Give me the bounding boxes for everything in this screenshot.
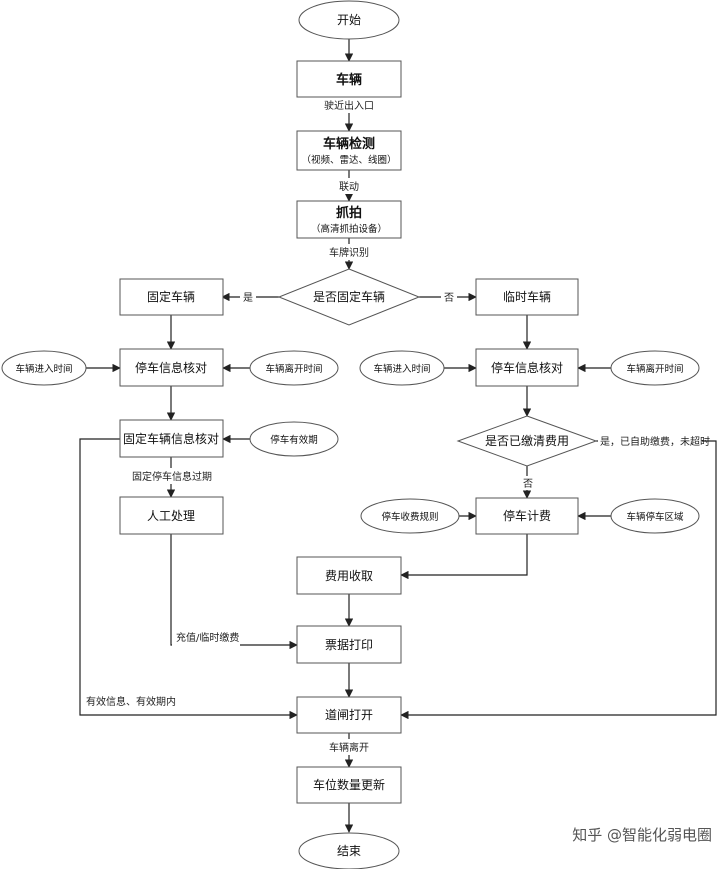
node-capture-label: 抓拍 — [336, 205, 362, 221]
node-fee-rules — [360, 498, 460, 534]
label-approach: 驶近出入口 — [324, 99, 374, 112]
node-gate-label: 道闸打开 — [325, 708, 373, 722]
node-temp-vehicle-label: 临时车辆 — [503, 289, 551, 304]
node-is-fixed — [277, 268, 421, 326]
label-leave: 车辆离开 — [329, 741, 369, 754]
node-vehicle — [296, 60, 402, 98]
node-paid — [456, 415, 598, 467]
label-recharge: 充值/临时缴费 — [176, 631, 239, 644]
node-parking-area-label: 车辆停车区域 — [626, 511, 684, 523]
edge-manual-receipt — [170, 534, 298, 650]
node-entry-time-right — [359, 350, 445, 386]
node-check-right-label: 停车信息核对 — [491, 360, 563, 375]
node-capture-sub: （高清抓拍设备） — [311, 223, 387, 235]
node-leave-time-right — [610, 350, 700, 386]
label-yes: 是 — [243, 292, 253, 304]
node-billing — [475, 497, 579, 535]
node-is-fixed-label: 是否固定车辆 — [313, 289, 385, 304]
node-slot-update-label: 车位数量更新 — [313, 777, 385, 792]
node-receipt — [296, 625, 402, 664]
node-fee-collect — [296, 556, 402, 595]
node-fee-rules-label: 停车收费规则 — [381, 511, 438, 523]
edge-billing-feecollect — [400, 534, 528, 580]
node-parking-area — [610, 498, 700, 534]
node-vehicle-label: 车辆 — [336, 72, 362, 88]
node-leave-time-left — [249, 350, 339, 386]
node-entry-time-left-label: 车辆进入时间 — [15, 363, 72, 375]
node-fixed-vehicle — [119, 278, 224, 316]
label-plate: 车牌识别 — [329, 246, 369, 259]
node-fixed-check-label: 固定车辆信息核对 — [123, 431, 219, 446]
node-check-left — [119, 348, 224, 387]
node-valid-period-label: 停车有效期 — [270, 434, 318, 446]
node-slot-update — [296, 766, 402, 804]
node-detect — [296, 130, 402, 171]
node-gate — [296, 696, 402, 734]
node-check-left-label: 停车信息核对 — [135, 360, 207, 375]
node-manual — [119, 496, 224, 535]
node-fee-collect-label: 费用收取 — [325, 569, 373, 583]
node-paid-label: 是否已缴清费用 — [485, 433, 569, 448]
node-capture — [296, 200, 402, 239]
node-end-label: 结束 — [337, 844, 361, 858]
node-receipt-label: 票据打印 — [325, 638, 373, 652]
label-paid-yes: 是，已自助缴费，未超时 — [600, 435, 710, 448]
watermark: 知乎 @智能化弱电圈 — [572, 826, 712, 844]
node-start-label: 开始 — [337, 13, 361, 27]
node-leave-time-left-label: 车辆离开时间 — [265, 363, 322, 375]
label-link: 联动 — [339, 181, 359, 193]
node-entry-time-right-label: 车辆进入时间 — [373, 363, 430, 375]
node-leave-time-right-label: 车辆离开时间 — [626, 363, 683, 375]
node-fixed-check — [119, 419, 224, 458]
edge-fixedcheck-gate — [79, 438, 298, 720]
node-start — [298, 0, 400, 40]
node-billing-label: 停车计费 — [503, 508, 551, 523]
label-expired: 固定停车信息过期 — [132, 470, 212, 483]
node-manual-label: 人工处理 — [147, 509, 195, 523]
label-paid-no: 否 — [523, 478, 533, 490]
node-check-right — [475, 348, 579, 387]
edge-labels: 驶近出入口 联动 车牌识别 是 否 固定停车信息过期 充值/临时缴费 有效信息、… — [84, 97, 710, 755]
node-temp-vehicle — [475, 278, 579, 316]
label-no: 否 — [444, 292, 454, 304]
node-fixed-vehicle-label: 固定车辆 — [147, 289, 195, 304]
node-end — [298, 832, 400, 869]
node-entry-time-left — [1, 350, 87, 386]
nodes: 开始 车辆 车辆检测 （视频、雷达、线圈） 抓拍 （高清抓拍设备） 是否固定车辆… — [1, 0, 700, 869]
label-valid-info: 有效信息、有效期内 — [86, 695, 176, 708]
node-detect-sub: （视频、雷达、线圈） — [301, 154, 396, 166]
node-valid-period — [249, 421, 339, 457]
edge-paid-gate — [400, 440, 717, 720]
node-detect-label: 车辆检测 — [323, 136, 375, 152]
